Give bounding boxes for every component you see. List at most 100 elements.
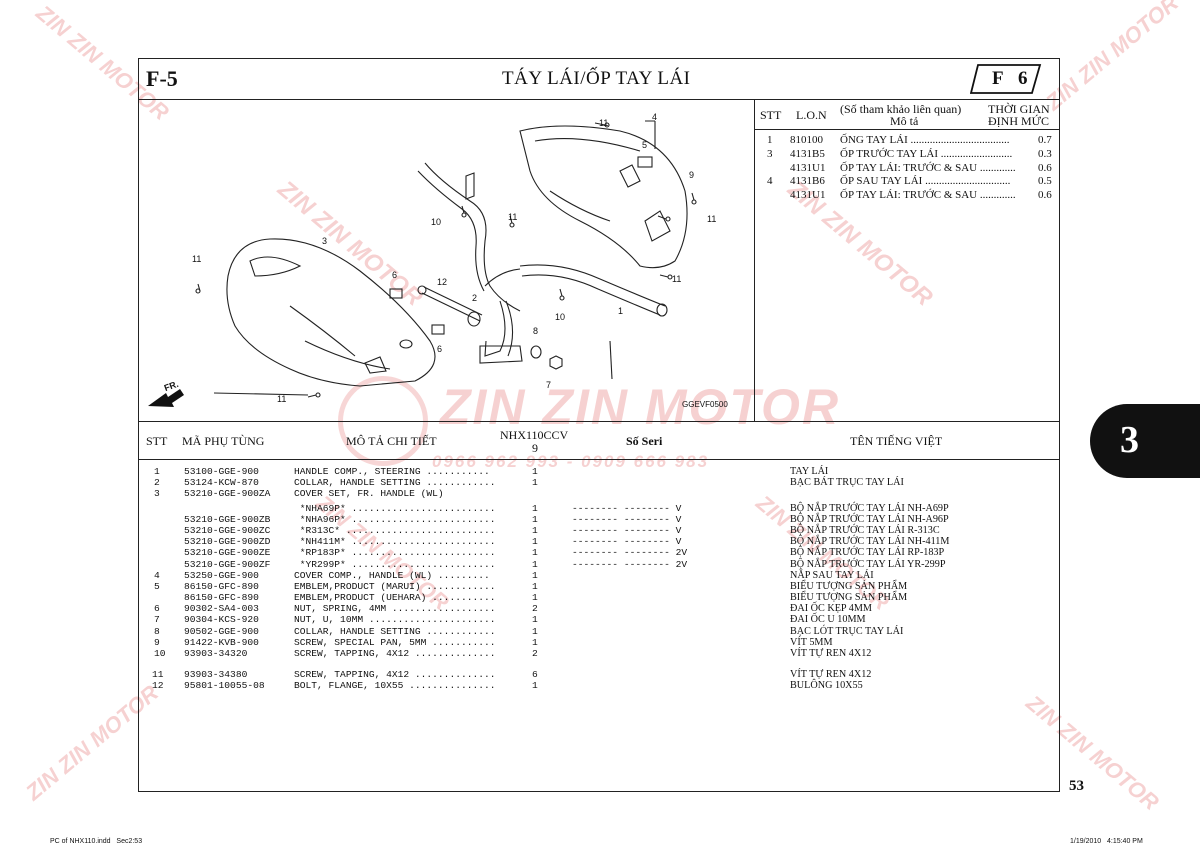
- row-serial: -------- -------- 2V: [572, 547, 688, 559]
- ref-header-desc-bottom: Mô tả: [890, 114, 919, 128]
- row-vn: VÍT 5MM: [790, 636, 833, 648]
- ref-header-time-top: THỜI GIAN: [988, 102, 1050, 116]
- diagram-code: GGEVF0500: [682, 400, 728, 409]
- table-row: 5 86150-GFC-890 EMBLEM,PRODUCT (MARUI) .…: [140, 581, 1058, 592]
- row-vn: BỘ NẮP TRƯỚC TAY LÁI YR-299P: [790, 558, 946, 570]
- row-qty: 6: [532, 669, 538, 681]
- row-qty: 1: [532, 680, 538, 692]
- ref-lon: 4131B5: [790, 147, 825, 160]
- row-qty: 1: [532, 536, 538, 548]
- row-stt: 7: [154, 614, 160, 626]
- row-desc: NUT, U, 10MM ......................: [294, 614, 496, 626]
- footer-timestamp: 1/19/2010 4:15:40 PM: [1070, 838, 1143, 845]
- table-row: 53210-GGE-900ZB *NHA96P* ...............…: [140, 514, 1058, 525]
- table-row: 6 90302-SA4-003 NUT, SPRING, 4MM .......…: [140, 603, 1058, 614]
- ref-row: 4 4131B6 ỐP SAU TAY LÁI ................…: [760, 175, 1056, 189]
- row-stt: 6: [154, 603, 160, 615]
- row-qty: 1: [532, 547, 538, 559]
- row-part-no: 53210-GGE-900ZF: [184, 558, 271, 570]
- row-desc: HANDLE COMP., STEERING ...........: [294, 466, 490, 477]
- ref-header-desc-top: (Số tham khảo liên quan): [840, 102, 962, 116]
- page-number: 53: [1069, 778, 1084, 794]
- row-vn: TAY LÁI: [790, 466, 829, 477]
- table-row: 53210-GGE-900ZC *R313C* ................…: [140, 525, 1058, 536]
- row-qty: 1: [532, 636, 538, 648]
- ref-time: 0.7: [1038, 134, 1052, 146]
- ref-desc: ỐNG TAY LÁI ............................…: [840, 134, 1010, 146]
- header-divider: [138, 99, 1060, 101]
- row-desc: BOLT, FLANGE, 10X55 ...............: [294, 680, 496, 692]
- page-frame: [138, 58, 1060, 792]
- row-vn: BỘ NẮP TRƯỚC TAY LÁI NH-A96P: [790, 513, 949, 525]
- row-qty: 2: [532, 603, 538, 615]
- row-stt: 4: [154, 569, 160, 581]
- table-row: 2 53124-KCW-870 COLLAR, HANDLE SETTING .…: [140, 477, 1058, 488]
- row-part-no: 95801-10055-08: [184, 680, 265, 692]
- chapter-tab: 3: [1090, 404, 1200, 478]
- row-vn: BỘ NẮP TRƯỚC TAY LÁI RP-183P: [790, 547, 945, 559]
- row-stt: 9: [154, 636, 160, 648]
- callout-10b: 10: [555, 312, 566, 322]
- row-desc: SCREW, TAPPING, 4X12 ..............: [294, 669, 496, 681]
- table-row: 10 93903-34320 SCREW, TAPPING, 4X12 ....…: [140, 648, 1058, 659]
- row-desc: *RP183P* .........................: [294, 547, 496, 559]
- ref-row: 4131U1 ỐP TAY LÁI: TRƯỚC & SAU .........…: [760, 189, 1056, 203]
- row-vn: NẮP SAU TAY LÁI: [790, 569, 874, 581]
- callout-3: 3: [322, 236, 328, 246]
- row-qty: 1: [532, 580, 538, 592]
- ref-stt: 1: [767, 134, 773, 146]
- ref-header-stt: STT: [760, 108, 782, 122]
- callout-12: 12: [437, 277, 448, 287]
- row-stt: 2: [154, 477, 160, 489]
- rear-cover-part: [519, 125, 688, 269]
- parts-header-vietnamese: TÊN TIẾNG VIỆT: [850, 434, 943, 448]
- row-desc: NUT, SPRING, 4MM ..................: [294, 603, 496, 615]
- callout-9: 9: [689, 170, 695, 180]
- row-vn: BULÔNG 10X55: [790, 680, 863, 692]
- row-part-no: 53250-GGE-900: [184, 569, 259, 581]
- ref-desc: ỐP TRƯỚC TAY LÁI .......................…: [840, 147, 1013, 160]
- callout-8: 8: [533, 326, 539, 336]
- row-part-no: 90304-KCS-920: [184, 614, 259, 626]
- row-vn: ĐAI ỐC KẸP 4MM: [790, 603, 872, 615]
- row-desc: *NHA96P* .........................: [294, 513, 496, 525]
- exploded-diagram: [148, 120, 697, 407]
- ref-desc: ỐP SAU TAY LÁI .........................…: [840, 175, 1011, 188]
- row-part-no: 53210-GGE-900ZD: [184, 536, 271, 548]
- row-qty: 1: [532, 524, 538, 536]
- row-desc: COVER SET, FR. HANDLE (WL): [294, 488, 444, 500]
- parts-header-part-no: MÃ PHỤ TÙNG: [182, 434, 265, 448]
- callout-11e: 11: [192, 254, 202, 264]
- ref-time: 0.3: [1038, 147, 1052, 160]
- badge-number: 6: [1018, 68, 1028, 89]
- ref-stt: 4: [767, 175, 773, 188]
- row-part-no: 93903-34380: [184, 669, 248, 681]
- callout-6a: 6: [392, 270, 398, 280]
- table-row: 12 95801-10055-08 BOLT, FLANGE, 10X55 ..…: [140, 680, 1058, 691]
- badge-letter: F: [992, 68, 1004, 89]
- parts-header-model-top: NHX110CCV: [500, 428, 569, 442]
- callout-5: 5: [642, 140, 648, 150]
- row-stt: 5: [154, 580, 160, 592]
- row-vn: ĐAI ỐC U 10MM: [790, 614, 866, 626]
- callout-11c: 11: [707, 214, 717, 224]
- row-part-no: 53124-KCW-870: [184, 477, 259, 489]
- table-row: 53210-GGE-900ZF *YR299P* ...............…: [140, 559, 1058, 570]
- row-qty: 2: [532, 648, 538, 659]
- footer-file-info: PC of NHX110.indd Sec2:53: [50, 838, 143, 845]
- row-vn: VÍT TỰ REN 4X12: [790, 669, 872, 681]
- callout-4: 4: [652, 112, 658, 122]
- row-desc: COVER COMP., HANDLE (WL) .........: [294, 569, 490, 581]
- parts-table-body: 1 53100-GGE-900 HANDLE COMP., STEERING .…: [140, 466, 1058, 692]
- callout-11b: 11: [508, 212, 518, 222]
- row-part-no: 91422-KVB-900: [184, 636, 259, 648]
- ref-time: 0.6: [1038, 161, 1052, 174]
- row-desc: COLLAR, HANDLE SETTING ............: [294, 477, 496, 489]
- callout-7: 7: [546, 380, 552, 390]
- row-vn: BỘ NẮP TRƯỚC TAY LÁI R-313C: [790, 524, 940, 536]
- row-desc: *NH411M* .........................: [294, 536, 496, 548]
- front-arrow-icon: [148, 389, 184, 407]
- row-desc: *YR299P* .........................: [294, 558, 496, 570]
- ref-lon: 4131U1: [790, 161, 826, 174]
- table-row: *NHA69P* ......................... 1 ---…: [140, 503, 1058, 514]
